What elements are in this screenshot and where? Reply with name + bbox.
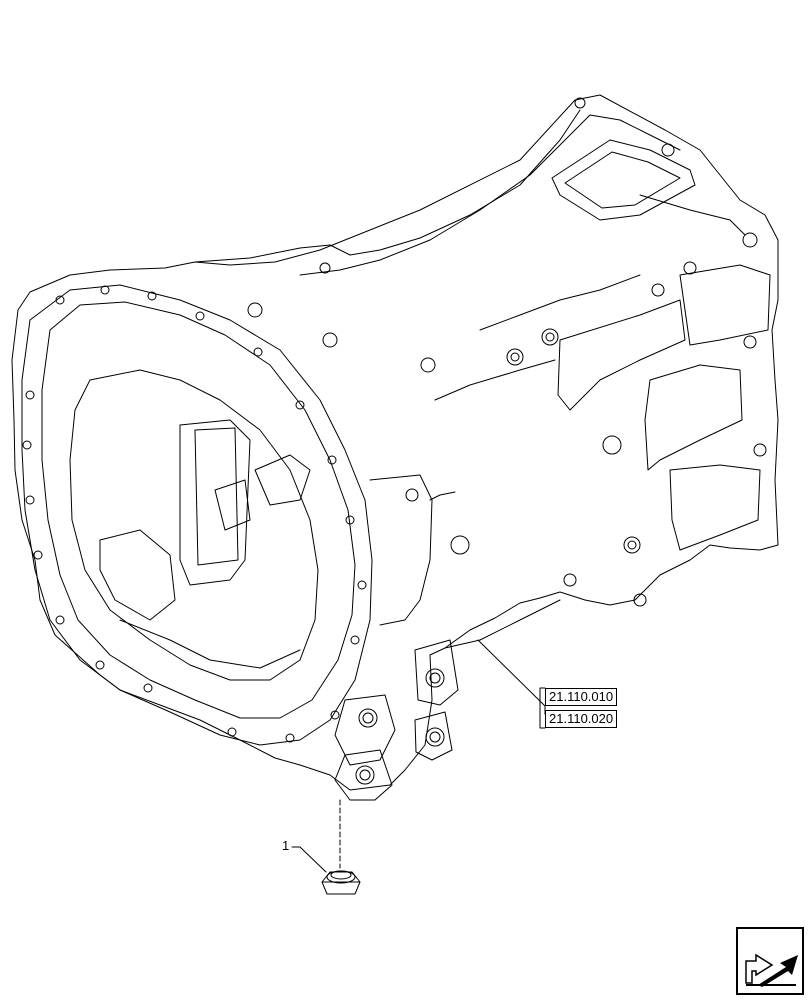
reference-link-21-110-020[interactable]: 21.110.020 xyxy=(545,710,618,728)
flange-bolt-holes xyxy=(22,285,367,743)
drain-plug-part xyxy=(321,870,361,895)
top-opening xyxy=(551,139,696,221)
side-holes xyxy=(247,97,767,607)
callout-number-1: 1 xyxy=(282,838,290,853)
lower-boss-1 xyxy=(334,694,396,766)
lower-boss-4 xyxy=(414,711,453,761)
reference-bracket xyxy=(539,687,546,729)
arrow-back-icon[interactable] xyxy=(736,927,804,995)
callout-leader xyxy=(291,846,327,873)
top-edge xyxy=(194,109,581,263)
side-panel-4 xyxy=(679,264,771,346)
side-panel-2 xyxy=(644,364,743,471)
flange-ring-outer xyxy=(21,284,373,746)
side-panel-1 xyxy=(557,299,686,411)
reference-link-21-110-010[interactable]: 21.110.010 xyxy=(545,688,618,706)
flange-ring-inner xyxy=(41,301,356,719)
boss-bores xyxy=(355,668,445,785)
reference-leader xyxy=(477,639,546,715)
lower-boss-2 xyxy=(334,749,393,801)
side-panel-3 xyxy=(669,464,761,551)
top-edge-2 xyxy=(299,114,681,276)
inner-cavity xyxy=(69,369,319,681)
housing-outline xyxy=(11,94,779,791)
lower-boss-3 xyxy=(414,639,459,706)
